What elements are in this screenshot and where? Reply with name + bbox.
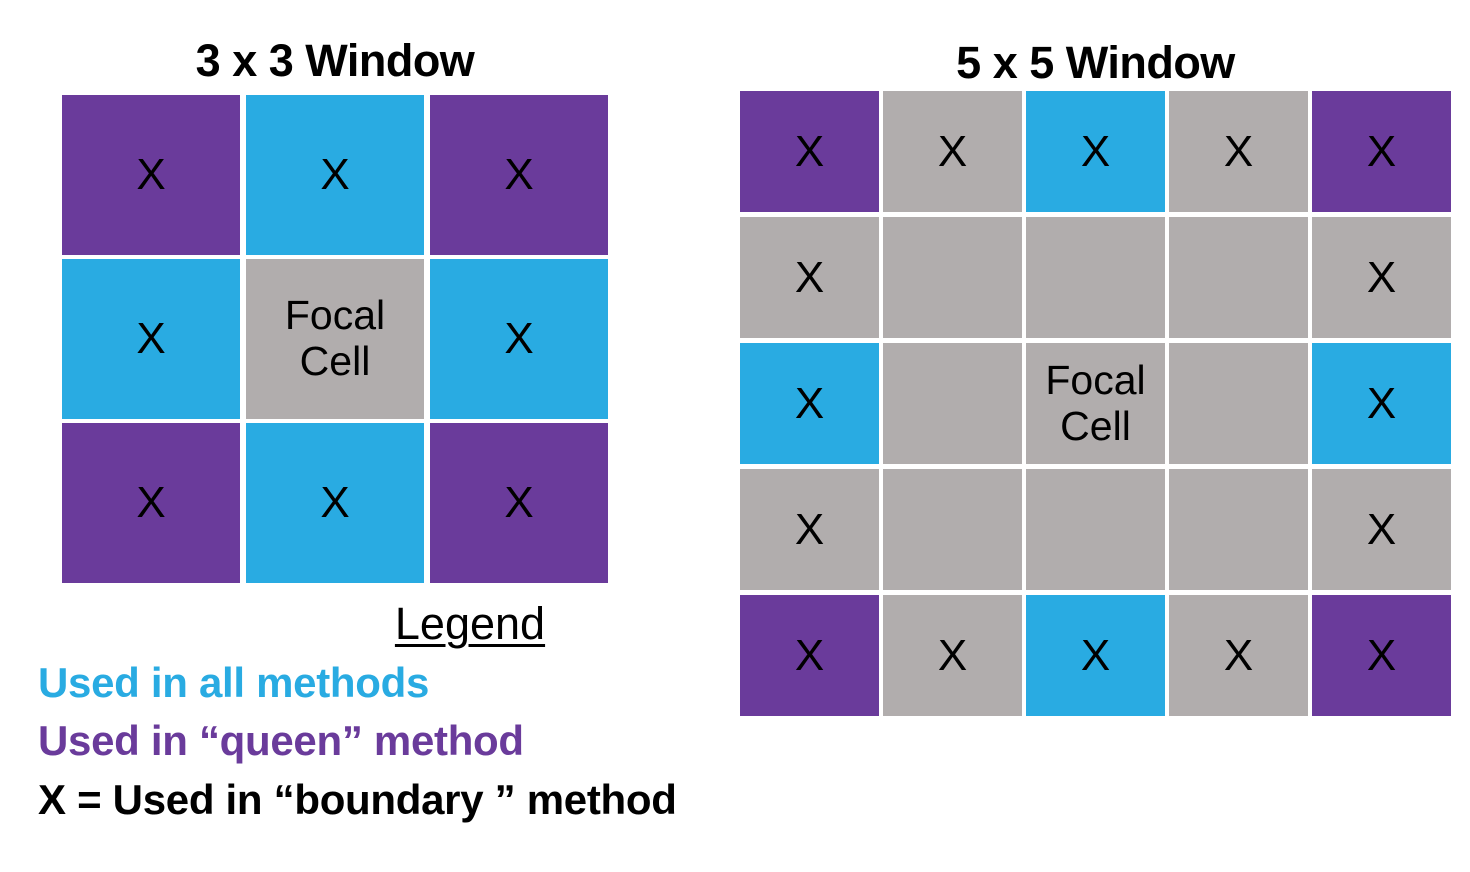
x-marker: X — [794, 252, 825, 302]
x-marker: X — [1366, 504, 1397, 554]
grid3x3-cell-r2c3: X — [430, 259, 608, 419]
grid5x5-cell-r1c4: X — [1169, 91, 1308, 212]
grid5x5-cell-r2c2 — [883, 217, 1022, 338]
x-marker: X — [1366, 378, 1397, 428]
grid5x5-cell-r2c1: X — [740, 217, 879, 338]
x-marker: X — [794, 630, 825, 680]
grid5x5-cell-r1c2: X — [883, 91, 1022, 212]
grid5x5-cell-r4c3 — [1026, 469, 1165, 590]
x-marker: X — [136, 478, 166, 527]
grid5x5-cell-r1c1: X — [740, 91, 879, 212]
grid5x5-cell-r3c5: X — [1312, 343, 1451, 464]
grid3x3-cell-r3c3: X — [430, 423, 608, 583]
grid5x5-cell-r1c5: X — [1312, 91, 1451, 212]
x-marker: X — [794, 126, 825, 176]
legend-title: Legend — [394, 598, 546, 649]
grid5x5-cell-r3c4 — [1169, 343, 1308, 464]
grid3x3-cell-r1c3: X — [430, 95, 608, 255]
grid5x5-cell-r4c2 — [883, 469, 1022, 590]
grid3x3-cell-r1c1: X — [62, 95, 240, 255]
x-marker: X — [1223, 630, 1254, 680]
grid5x5-cell-r3c1: X — [740, 343, 879, 464]
grid5x5-cell-r1c3: X — [1026, 91, 1165, 212]
window-title-5x5: 5 x 5 Window — [956, 37, 1235, 88]
grid5x5-cell-r3c2 — [883, 343, 1022, 464]
grid5x5-cell-r4c4 — [1169, 469, 1308, 590]
grid3x3-cell-r3c2: X — [246, 423, 424, 583]
grid5x5-cell-r4c1: X — [740, 469, 879, 590]
grid5x5-cell-r5c3: X — [1026, 595, 1165, 716]
grid3x3-cell-r1c2: X — [246, 95, 424, 255]
grid5x5-cell-r2c5: X — [1312, 217, 1451, 338]
grid5x5-cell-r2c4 — [1169, 217, 1308, 338]
grid5x5-cell-r4c5: X — [1312, 469, 1451, 590]
x-marker: X — [1080, 126, 1111, 176]
x-marker: X — [794, 378, 825, 428]
x-marker: X — [1366, 252, 1397, 302]
x-marker: X — [320, 150, 350, 199]
legend-entry-boundary-method: X = Used in “boundary ” method — [38, 776, 677, 823]
grid5x5-cell-r5c5: X — [1312, 595, 1451, 716]
x-marker: X — [1080, 630, 1111, 680]
focal-cell-label: Focal Cell — [284, 292, 386, 384]
grid3x3-cell-r2c2: Focal Cell — [246, 259, 424, 419]
x-marker: X — [320, 478, 350, 527]
grid5x5-cell-r5c1: X — [740, 595, 879, 716]
grid5x5-cell-r2c3 — [1026, 217, 1165, 338]
grid5x5-cell-r3c3: Focal Cell — [1026, 343, 1165, 464]
grid5x5-cell-r5c4: X — [1169, 595, 1308, 716]
x-marker: X — [1223, 126, 1254, 176]
focal-cell-label: Focal Cell — [1045, 356, 1146, 449]
x-marker: X — [504, 478, 534, 527]
x-marker: X — [1366, 126, 1397, 176]
x-marker: X — [504, 150, 534, 199]
x-marker: X — [1366, 630, 1397, 680]
x-marker: X — [937, 630, 968, 680]
legend-entry-queen-method: Used in “queen” method — [38, 717, 524, 764]
x-marker: X — [794, 504, 825, 554]
grid3x3-cell-r3c1: X — [62, 423, 240, 583]
window-title-3x3: 3 x 3 Window — [195, 35, 475, 86]
x-marker: X — [504, 314, 534, 363]
grid3x3-cell-r2c1: X — [62, 259, 240, 419]
legend-entry-all-methods: Used in all methods — [38, 659, 430, 706]
x-marker: X — [136, 314, 166, 363]
x-marker: X — [937, 126, 968, 176]
x-marker: X — [136, 150, 166, 199]
grid5x5-cell-r5c2: X — [883, 595, 1022, 716]
